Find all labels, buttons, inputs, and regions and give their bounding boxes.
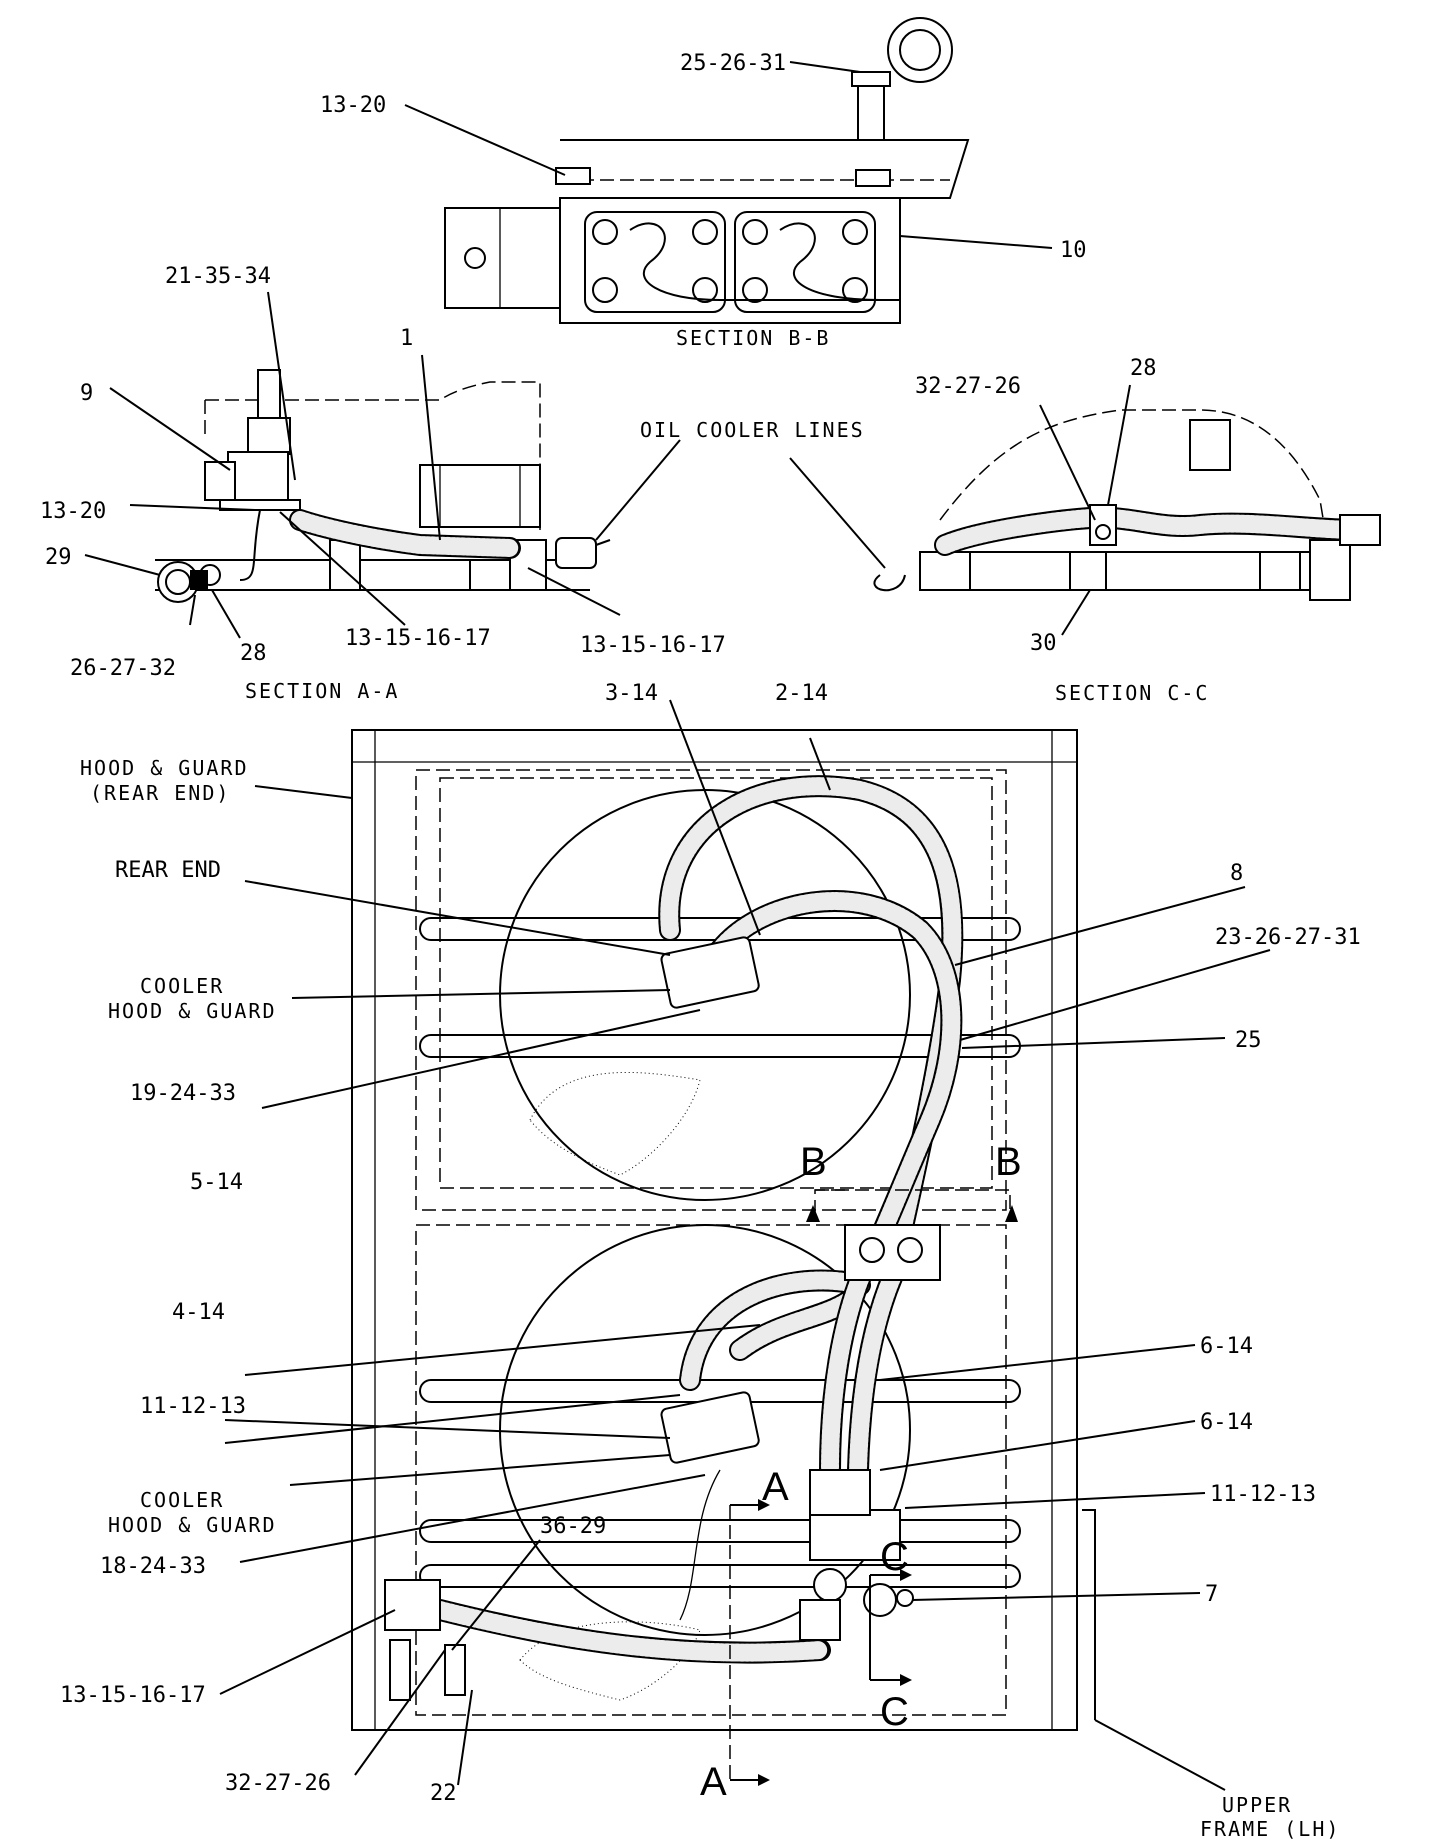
section-letter-b-left: B bbox=[800, 1140, 827, 1184]
callout-21-35-34: 21-35-34 bbox=[165, 264, 271, 289]
section-b-b: 25-26-31 13-20 10 SECTION B-B bbox=[320, 17, 1087, 350]
section-a-title: SECTION A-A bbox=[245, 679, 399, 703]
callout-13-15-16-17-main: 13-15-16-17 bbox=[60, 1683, 206, 1708]
callout-4-14: 4-14 bbox=[172, 1300, 225, 1325]
callout-32-27-26-c: 32-27-26 bbox=[915, 374, 1021, 399]
callout-10: 10 bbox=[1060, 238, 1087, 263]
section-c-title: SECTION C-C bbox=[1055, 681, 1209, 705]
callout-7: 7 bbox=[1205, 1582, 1218, 1607]
callout-1: 1 bbox=[400, 326, 413, 351]
cooler-label-1: COOLER bbox=[140, 974, 224, 998]
callout-3-14: 3-14 bbox=[605, 681, 658, 706]
callout-5-14: 5-14 bbox=[190, 1170, 243, 1195]
rear-end-label: REAR END bbox=[115, 858, 221, 883]
main-view: B B A A C C HOOD & GUARD (REAR END) REAR bbox=[60, 681, 1361, 1841]
section-letter-a-top: A bbox=[762, 1465, 789, 1509]
callout-22: 22 bbox=[430, 1781, 457, 1806]
callout-32-27-26-main: 32-27-26 bbox=[225, 1771, 331, 1796]
callout-19-24-33: 19-24-33 bbox=[130, 1081, 236, 1106]
callout-11-12-13-right: 11-12-13 bbox=[1210, 1482, 1316, 1507]
callout-8: 8 bbox=[1230, 861, 1243, 886]
callout-13-15-16-17-b: 13-15-16-17 bbox=[580, 633, 726, 658]
cooler-hood-guard-label-2: HOOD & GUARD bbox=[108, 1513, 277, 1537]
eye-fitting bbox=[887, 17, 953, 83]
section-letter-b-right: B bbox=[995, 1140, 1022, 1184]
callout-28-c: 28 bbox=[1130, 356, 1157, 381]
callout-11-12-13-left: 11-12-13 bbox=[140, 1394, 246, 1419]
section-b-title: SECTION B-B bbox=[676, 326, 830, 350]
callout-36-29: 36-29 bbox=[540, 1514, 606, 1539]
hood-guard-label-1: HOOD & GUARD bbox=[80, 756, 249, 780]
oil-cooler-lines-label: OIL COOLER LINES bbox=[640, 418, 865, 442]
callout-13-20-a: 13-20 bbox=[40, 499, 106, 524]
callout-26-27-32: 26-27-32 bbox=[70, 656, 176, 681]
callout-28-a: 28 bbox=[240, 641, 267, 666]
callout-9: 9 bbox=[80, 381, 93, 406]
section-a-a: 21-35-34 1 9 13-20 29 26-27-32 28 13-15-… bbox=[40, 264, 865, 703]
callout-13-20: 13-20 bbox=[320, 93, 386, 118]
section-letter-a-bottom: A bbox=[700, 1760, 727, 1804]
section-c-c: 32-27-26 28 30 SECTION C-C bbox=[789, 356, 1381, 705]
callout-23-26-27-31: 23-26-27-31 bbox=[1215, 925, 1361, 950]
upper-frame-lh-label: FRAME (LH) bbox=[1200, 1817, 1340, 1841]
hood-guard-label-2: (REAR END) bbox=[90, 781, 230, 805]
section-letter-c-bottom: C bbox=[880, 1690, 909, 1734]
callout-6-14-a: 6-14 bbox=[1200, 1334, 1253, 1359]
callout-2-14: 2-14 bbox=[775, 681, 828, 706]
fan-front bbox=[499, 1224, 911, 1636]
cooler-label-2: COOLER bbox=[140, 1488, 224, 1512]
callout-25: 25 bbox=[1235, 1028, 1262, 1053]
callout-13-15-16-17-a: 13-15-16-17 bbox=[345, 626, 491, 651]
callout-29: 29 bbox=[45, 545, 72, 570]
section-letter-c-top: C bbox=[880, 1535, 909, 1579]
callout-6-14-b: 6-14 bbox=[1200, 1410, 1253, 1435]
callout-25-26-31: 25-26-31 bbox=[680, 51, 786, 76]
callout-30: 30 bbox=[1030, 631, 1057, 656]
callout-18-24-33: 18-24-33 bbox=[100, 1554, 206, 1579]
upper-label-1: UPPER bbox=[1222, 1793, 1292, 1817]
cooler-hood-guard-label-1: HOOD & GUARD bbox=[108, 999, 277, 1023]
